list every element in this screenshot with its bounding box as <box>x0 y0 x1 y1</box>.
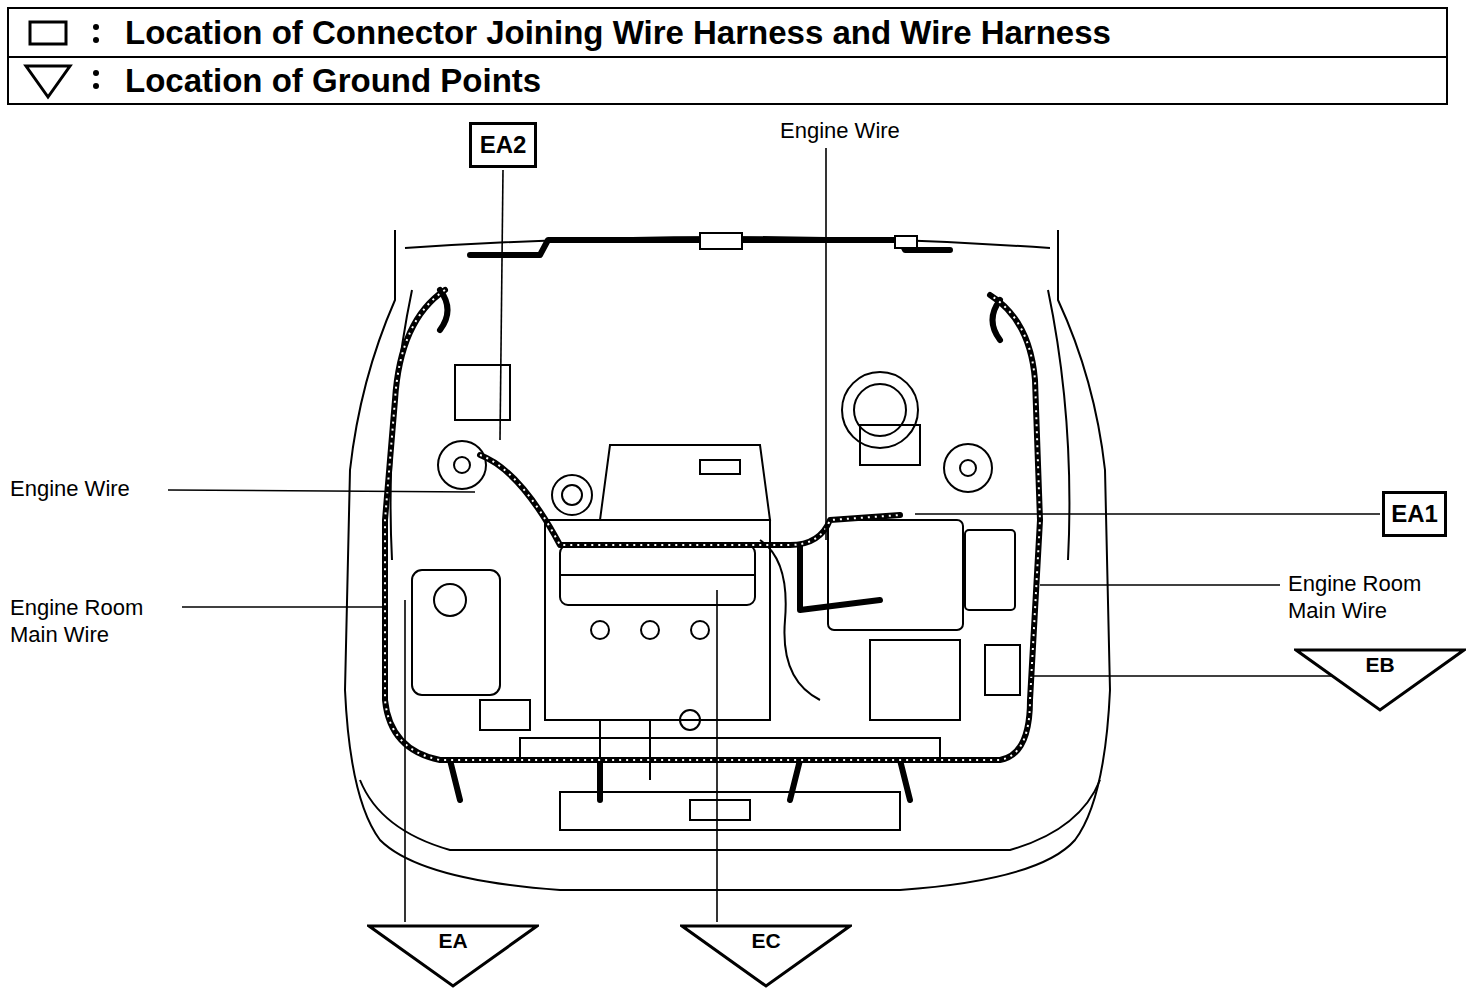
ground-symbol <box>26 66 70 97</box>
ground-triangle: EA <box>367 924 539 988</box>
legend-text: Location of Connector Joining Wire Harne… <box>125 13 1111 53</box>
ground-triangle: EC <box>680 924 852 988</box>
legend-text: Location of Ground Points <box>125 61 541 101</box>
node-label: EC <box>680 929 852 953</box>
connector-symbol <box>30 22 66 44</box>
wire-label: Engine Wire <box>780 117 900 144</box>
car-body <box>345 230 1110 890</box>
leader-lines <box>168 148 1380 922</box>
node-label: EA2 <box>480 131 527 159</box>
node-label: EA <box>367 929 539 953</box>
wire-label: Engine Wire <box>10 475 130 502</box>
node-label: EA1 <box>1391 500 1438 528</box>
colon-dots <box>93 24 99 89</box>
harness-connector <box>895 236 917 248</box>
node-label: EB <box>1294 653 1466 677</box>
wire-label: Engine Room Main Wire <box>1288 570 1450 624</box>
harness-wrap <box>385 290 1040 760</box>
legend-frame <box>8 8 1447 104</box>
wire-label: Engine Room Main Wire <box>10 594 172 648</box>
wire-harness <box>385 240 1040 800</box>
connector-box: EA2 <box>469 122 537 168</box>
connector-box: EA1 <box>1382 491 1447 537</box>
ground-triangle: EB <box>1294 648 1466 712</box>
harness-connector <box>700 233 742 249</box>
